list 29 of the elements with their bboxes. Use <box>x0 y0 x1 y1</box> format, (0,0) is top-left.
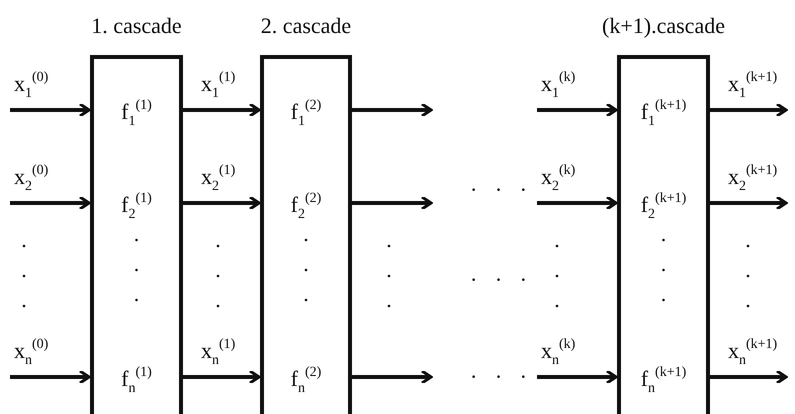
arrow <box>537 370 618 384</box>
cascade-title: 1. cascade <box>91 13 182 39</box>
arrow <box>537 196 618 210</box>
ellipsis: · · · <box>470 364 533 390</box>
ellipsis: . . . <box>660 220 668 308</box>
arrow <box>183 102 260 118</box>
ellipsis: · · · <box>470 267 533 293</box>
arrow <box>10 196 90 210</box>
arrow <box>352 370 432 384</box>
arrow <box>537 102 618 118</box>
ellipsis: . . . <box>214 226 222 314</box>
ellipsis: . . . <box>744 226 752 314</box>
ellipsis: . . . <box>20 226 28 314</box>
ellipsis: · · · <box>470 177 533 203</box>
arrow <box>183 370 260 384</box>
ellipsis: . . . <box>385 226 393 314</box>
ellipsis: . . . <box>302 220 310 308</box>
arrow <box>10 102 90 118</box>
arrow <box>10 370 90 384</box>
arrow <box>710 102 788 118</box>
arrow <box>710 370 788 384</box>
arrow <box>183 196 260 210</box>
cascade-title: (k+1).cascade <box>602 13 725 39</box>
ellipsis: . . . <box>553 226 561 314</box>
ellipsis: . . . <box>132 220 140 308</box>
arrow <box>352 196 432 210</box>
cascade-title: 2. cascade <box>260 13 352 39</box>
arrow <box>352 102 432 118</box>
arrow <box>710 196 788 210</box>
